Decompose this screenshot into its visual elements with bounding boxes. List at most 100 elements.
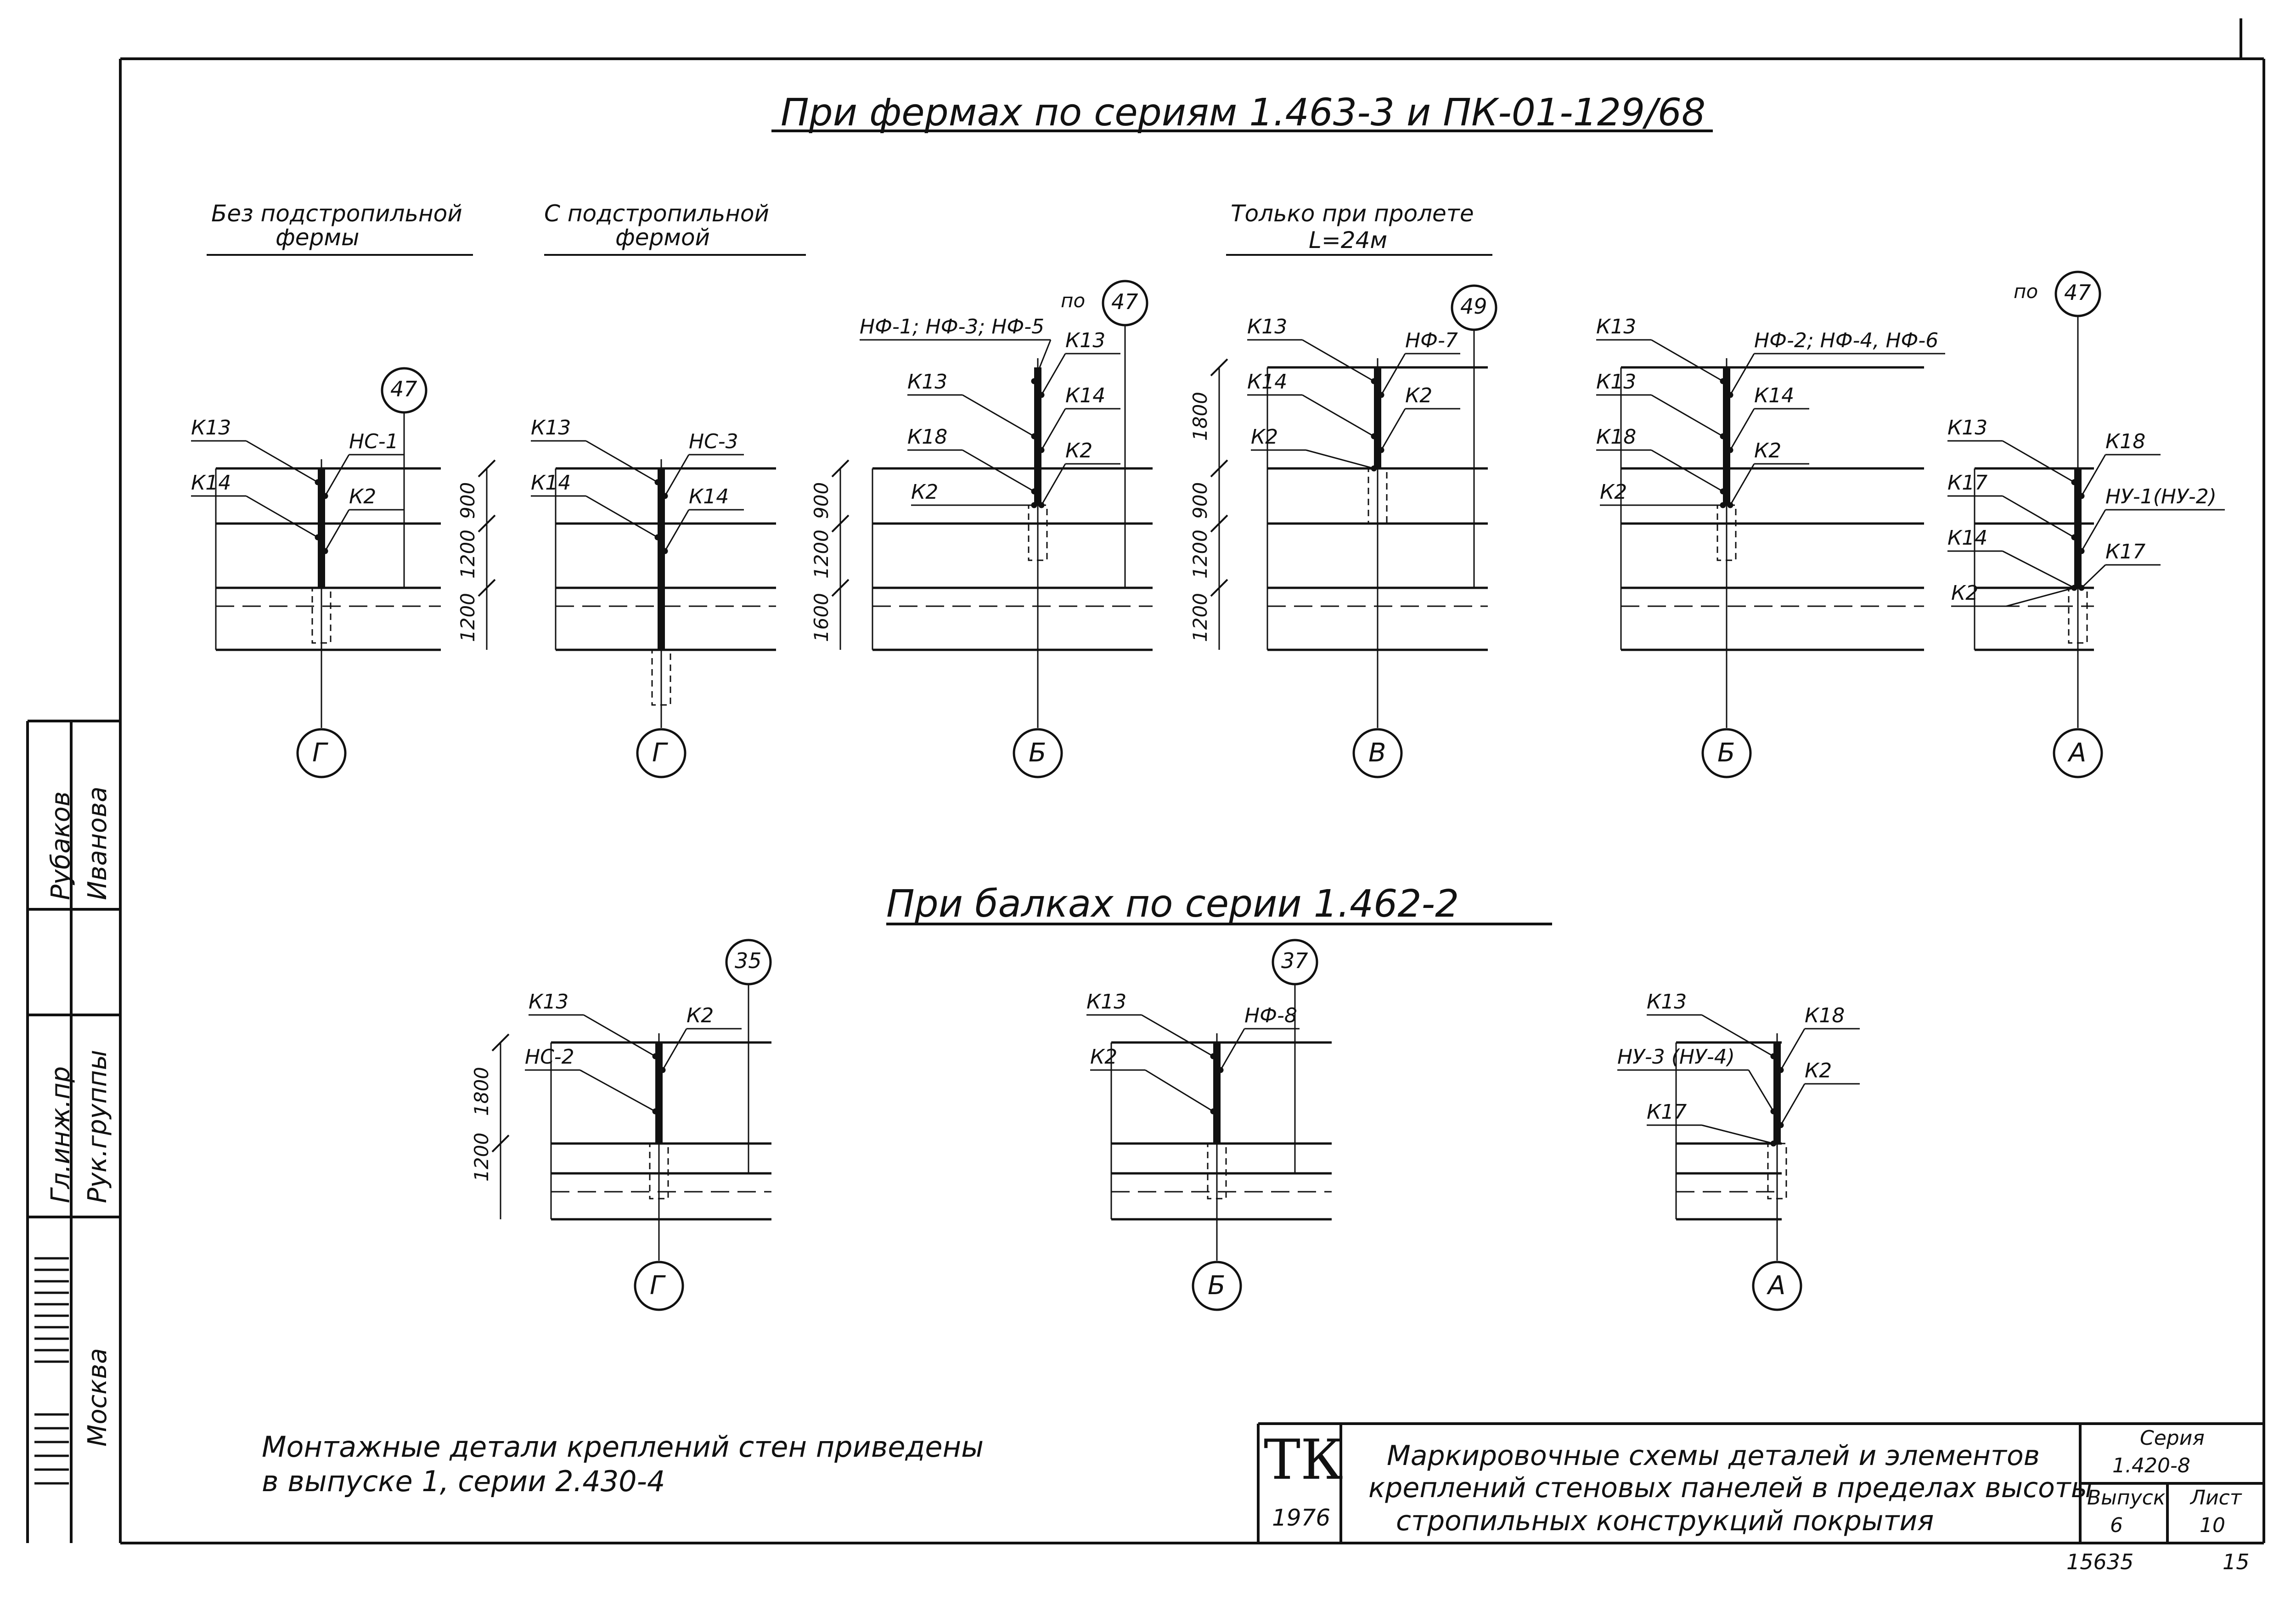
top-label-1-1: НС-3 [689,430,738,453]
top-label-3-3: К2 [1405,384,1433,407]
label-leader [1729,408,1755,451]
label-tip [1770,1140,1777,1147]
label-tip [1210,1053,1216,1059]
top-label-1-2: К14 [531,471,571,495]
top-label-0-1: НС-1 [349,430,399,453]
sheet-frame [26,18,2265,1544]
top-label-2-5: К2 [1065,439,1093,462]
label-tip [1778,1122,1784,1128]
embedded-part [1367,468,1388,524]
top-reference-number-0: 47 [390,377,417,401]
bottom-label-2-4: К17 [1647,1100,1687,1124]
top-label-4-6: К2 [1600,480,1627,504]
label-tip [1038,447,1045,453]
label-tip [1720,378,1726,384]
label-leader [1729,463,1755,506]
label-tip [2078,585,2085,591]
label-leader [1651,394,1723,437]
subheading-span-only-1: Только при пролете [1231,200,1474,227]
label-tip [315,534,321,541]
label-leader [1701,1124,1774,1144]
top-dimension-2-1: 1200 [810,530,833,579]
label-leader [1220,1028,1245,1070]
top-dimension-2-2: 1600 [810,592,833,642]
top-reference-prefix-2: по [1061,289,1086,312]
label-tip [1371,465,1377,472]
dimension-tick [491,1134,510,1153]
dimension-tick [831,579,850,597]
subheading-span-only-2: L=24м [1309,227,1388,254]
label-leader [1748,1070,1774,1112]
label-leader [583,1014,656,1057]
label-leader [962,394,1035,437]
label-tip [1031,488,1037,495]
label-leader [2081,509,2106,552]
axis-marker [1701,728,1752,778]
signature-role-group-lead: Рук.группы [83,1049,113,1203]
top-label-0-3: К2 [349,485,377,508]
top-diagram-4 [1596,339,1945,778]
label-leader [662,1028,687,1070]
top-diagram-5 [1947,270,2225,778]
label-tip [1727,392,1733,398]
label-tip [1038,502,1045,508]
top-label-5-1: К18 [2105,430,2146,453]
label-tip [652,1108,658,1115]
label-leader [2006,587,2075,607]
heading-trusses: При фермах по сериям 1.463-3 и ПК-01-129… [781,91,1706,135]
title-block-logo: ТК [1264,1428,1343,1492]
top-label-2-6: К2 [911,480,939,504]
label-tip [1770,1053,1777,1059]
label-leader [1306,449,1374,469]
top-dimension-3-0: 1800 [1189,392,1211,441]
top-axis-label-3: В [1368,738,1386,768]
dimension-tick [478,579,496,597]
label-leader [585,495,658,538]
label-tip [1371,378,1377,384]
bottom-label-2-2: НУ-3 (НУ-4) [1617,1045,1735,1069]
top-label-5-5: К17 [2105,540,2146,563]
label-leader [1041,353,1066,395]
top-axis-label-0: Г [312,738,327,768]
label-leader [664,509,690,552]
label-tip [1770,1108,1777,1115]
bottom-label-1-2: К2 [1090,1045,1118,1069]
bottom-diagram-1 [1086,939,1332,1311]
top-axis-label-5: А [2069,738,2087,768]
label-tip [1720,488,1726,495]
top-dimension-2-0: 900 [810,482,833,519]
page-number: 15 [2223,1549,2250,1574]
dimension-tick [491,1033,510,1052]
label-leader [2081,454,2106,496]
label-leader [1302,339,1374,382]
top-diagram-3 [1210,284,1497,778]
embedded-part [1028,504,1048,561]
label-tip [652,1053,658,1059]
top-label-4-1: НФ-2; НФ-4, НФ-6 [1754,329,1939,352]
embedded-part [649,1143,669,1200]
axis-marker [1752,1261,1802,1311]
top-axis-label-4: Б [1717,738,1735,768]
label-leader [664,454,690,496]
label-tip [315,479,321,485]
bottom-label-1-0: К13 [1086,990,1127,1014]
top-label-4-2: К13 [1596,370,1637,394]
top-dimension-3-2: 1200 [1189,530,1211,579]
label-leader [962,449,1035,492]
title-block-description-3: стропильных конструкций покрытия [1396,1505,1934,1537]
label-leader [2002,495,2075,538]
label-tip [1210,1108,1216,1115]
label-leader [1701,1014,1774,1057]
label-leader [1145,1069,1214,1112]
label-leader [1141,1014,1214,1057]
axis-marker [1013,728,1063,778]
note-line-1: Монтажные детали креплений стен приведен… [262,1430,984,1464]
note-line-2: в выпуске 1, серии 2.430-4 [262,1465,665,1498]
axis-marker [1192,1261,1242,1311]
label-tip [662,493,668,499]
subheading-with-subtruss-2: фермой [615,224,710,251]
bottom-diagram-2 [1617,1014,1860,1311]
label-leader [246,440,318,483]
bottom-reference-number-0: 35 [735,948,762,973]
top-label-4-4: К18 [1596,425,1637,449]
